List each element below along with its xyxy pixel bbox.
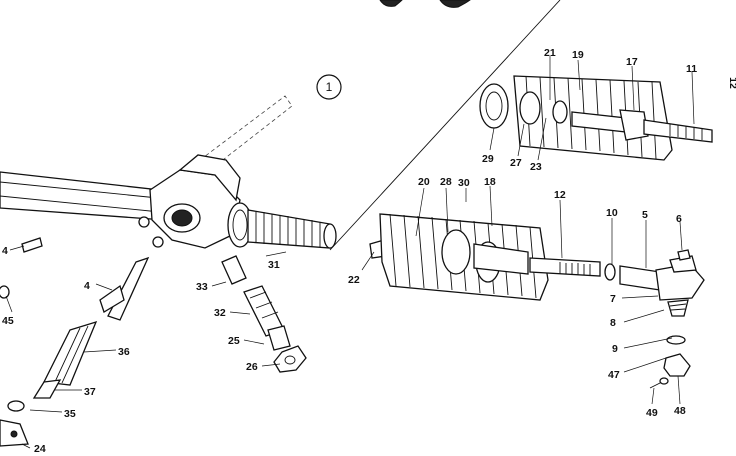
- part-label-48: 48: [674, 405, 686, 417]
- edge-mark: 12: [727, 77, 736, 89]
- part-label-27: 27: [510, 157, 522, 169]
- part-label-9: 9: [612, 343, 618, 355]
- top-partial-parts: [329, 0, 561, 251]
- tie-rod-end: [619, 249, 705, 389]
- part-label-31: 31: [268, 259, 280, 271]
- part-label-19: 19: [572, 49, 584, 61]
- part-label-37: 37: [84, 386, 96, 398]
- leader-lines: [5, 56, 695, 449]
- part-label-21: 21: [544, 47, 556, 59]
- part-label-22: 22: [348, 274, 360, 286]
- part-label-8: 8: [610, 317, 616, 329]
- part-label-10: 10: [606, 207, 618, 219]
- part-label-11: 11: [686, 63, 697, 75]
- part-label-18: 18: [484, 176, 496, 188]
- part-label-12: 12: [554, 189, 566, 201]
- part-label-7: 7: [610, 293, 616, 305]
- part-label-26: 26: [246, 361, 258, 373]
- rack-housing-tube: [0, 95, 293, 221]
- part-label-35: 35: [64, 408, 76, 420]
- part-label-45: 45: [2, 315, 14, 327]
- part-label-30: 30: [458, 177, 470, 189]
- upper-right-assembly: [479, 75, 713, 161]
- adjuster-parts: [221, 255, 307, 373]
- part-labels: 4 45 4 36 37 35 24 33 32 25 26 31 22 20 …: [2, 47, 697, 455]
- part-label-49: 49: [646, 407, 658, 419]
- part-label-6: 6: [676, 213, 682, 225]
- part-label-4b: 4: [84, 280, 90, 292]
- figure-number-badge: 1: [316, 74, 342, 100]
- part-label-23: 23: [530, 161, 542, 173]
- part-label-4a: 4: [2, 245, 8, 257]
- pinion-housing: [138, 154, 253, 249]
- part-label-17: 17: [626, 56, 638, 68]
- figure-number: 1: [326, 80, 333, 94]
- part-label-33: 33: [196, 281, 208, 293]
- pinion-shaft: [0, 237, 150, 447]
- gaiter-31: [247, 209, 337, 249]
- center-rack-assembly: [369, 213, 616, 301]
- part-label-5: 5: [642, 209, 648, 221]
- part-label-20: 20: [418, 176, 430, 188]
- part-label-32: 32: [214, 307, 226, 319]
- part-label-47: 47: [608, 369, 620, 381]
- part-label-24: 24: [34, 443, 46, 455]
- part-label-36: 36: [118, 346, 130, 358]
- part-label-28: 28: [440, 176, 452, 188]
- part-label-25: 25: [228, 335, 240, 347]
- part-label-29: 29: [482, 153, 494, 165]
